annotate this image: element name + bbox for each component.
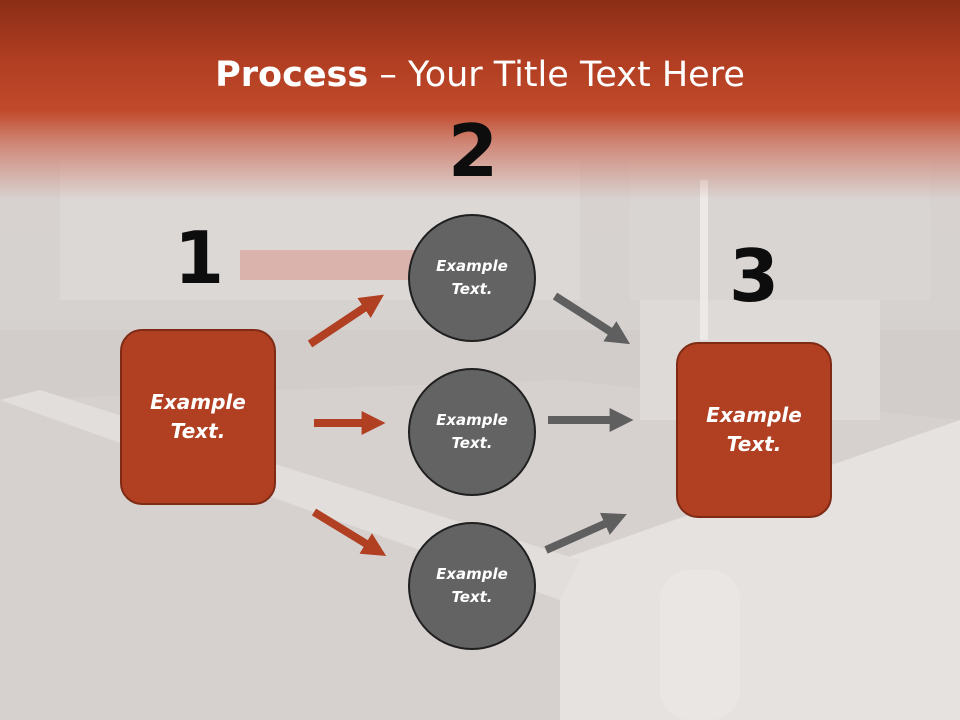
- step-number-1: 1: [173, 216, 225, 300]
- arrow-bottom-to-step-3: [544, 512, 627, 554]
- step-number-3: 3: [728, 234, 780, 318]
- arrow-to-top-circle: [307, 294, 384, 348]
- step-number-2: 2: [447, 109, 499, 193]
- step-2-circle-middle[interactable]: Example Text.: [408, 368, 536, 496]
- title-bold: Process: [215, 55, 369, 95]
- title-rest: – Your Title Text Here: [368, 55, 745, 95]
- step-2-circle-bottom[interactable]: Example Text.: [408, 522, 536, 650]
- slide-title: Process – Your Title Text Here: [0, 52, 960, 98]
- step-3-box[interactable]: Example Text.: [676, 342, 832, 518]
- arrow-to-bottom-circle: [311, 508, 387, 556]
- step-1-box[interactable]: Example Text.: [120, 329, 276, 505]
- arrow-top-to-step-3: [552, 292, 631, 345]
- step-2-circle-top[interactable]: Example Text.: [408, 214, 536, 342]
- header-band: [0, 0, 960, 200]
